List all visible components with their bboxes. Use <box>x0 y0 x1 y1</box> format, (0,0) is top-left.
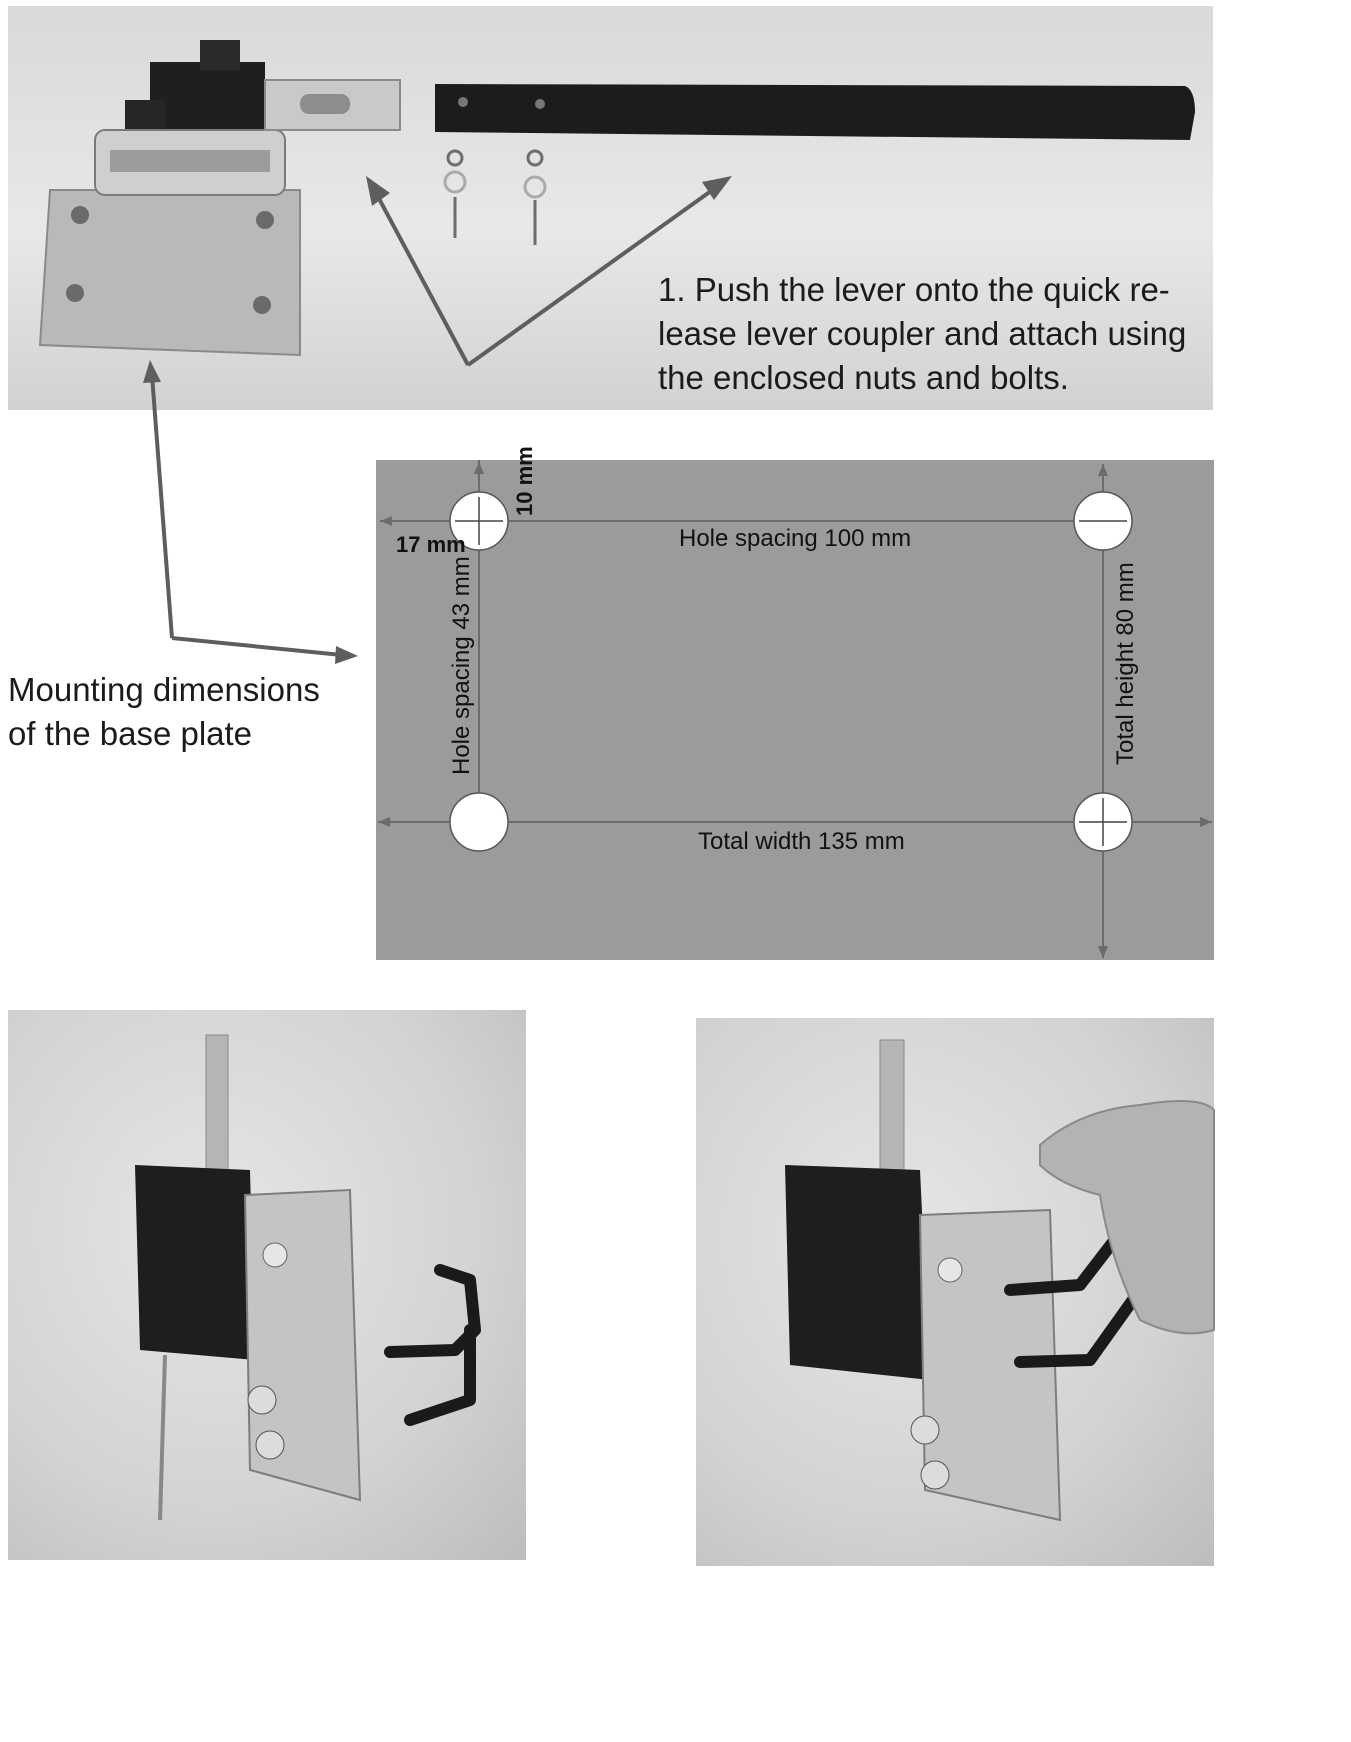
step1-line1: 1. Push the lever onto the quick re- <box>658 271 1170 308</box>
hand <box>1039 1100 1215 1335</box>
coupler-block <box>94 40 401 196</box>
mounting-diagram <box>376 460 1214 960</box>
allen-key <box>384 1264 481 1426</box>
step1-arrows <box>366 176 732 367</box>
hardware-set <box>443 149 547 245</box>
hole-bottom-left <box>449 792 509 852</box>
mounting-label-line2: of the base plate <box>8 715 253 752</box>
step1-line3: the enclosed nuts and bolts. <box>658 359 1069 396</box>
mounting-holes <box>449 491 1133 852</box>
base-plate <box>38 189 301 357</box>
mounting-label: Mounting dimensions of the base plate <box>8 668 348 756</box>
step1-line2: lease lever coupler and attach using <box>658 315 1187 352</box>
step1-instruction: 1. Push the lever onto the quick re- lea… <box>658 268 1218 400</box>
lever-bar <box>435 84 1195 140</box>
mounting-label-line1: Mounting dimensions <box>8 671 320 708</box>
mounting-arrow <box>143 360 358 664</box>
dim-total-width: Total width 135 mm <box>698 828 905 855</box>
dim-hole-spacing-horizontal: Hole spacing 100 mm <box>679 525 912 552</box>
dim-edge-left: 17 mm <box>396 532 466 557</box>
